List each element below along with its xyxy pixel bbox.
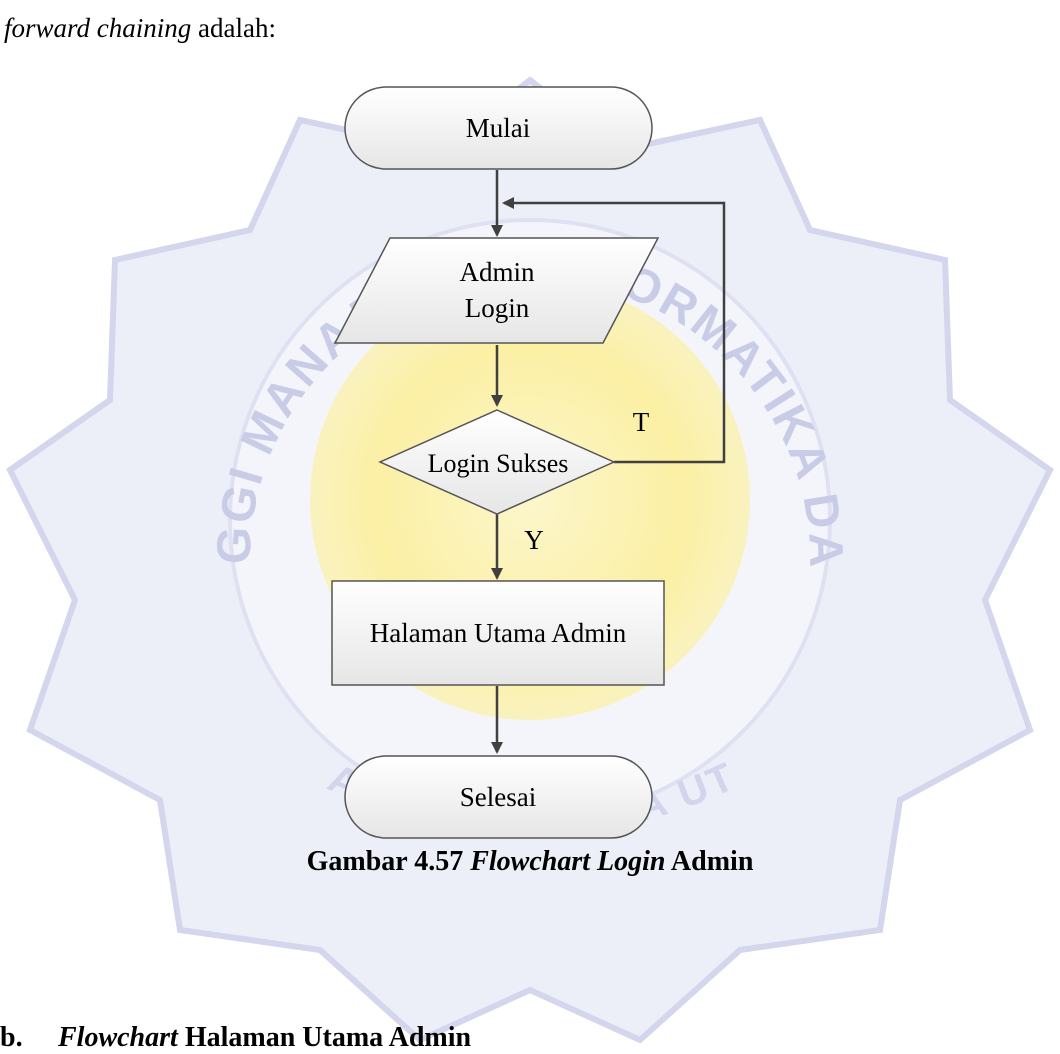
input-label-line2: Login — [465, 293, 530, 323]
no-branch-label: T — [633, 407, 650, 437]
process-label: Halaman Utama Admin — [370, 618, 627, 648]
decision-label: Login Sukses — [428, 449, 569, 478]
caption-suffix: Admin — [665, 846, 754, 877]
caption-italic: Flowchart Login — [470, 846, 666, 877]
end-label: Selesai — [460, 782, 536, 812]
intro-italic: forward chaining — [4, 13, 192, 43]
input-label-line1: Admin — [459, 257, 535, 287]
next-section-heading: b. Flowchart Halaman Utama Admin — [0, 1022, 471, 1054]
section-rest: Halaman Utama Admin — [177, 1022, 472, 1053]
start-label: Mulai — [466, 113, 531, 143]
intro-line: forward chaining adalah: — [4, 12, 276, 44]
end-terminator — [344, 755, 653, 839]
figure-caption: Gambar 4.57 Flowchart Login Admin — [0, 846, 1060, 878]
decision-diamond — [378, 409, 616, 515]
process-box — [331, 580, 665, 686]
start-terminator — [344, 86, 653, 170]
input-parallelogram — [333, 237, 660, 344]
caption-prefix: Gambar 4.57 — [306, 846, 471, 877]
intro-rest: adalah: — [191, 13, 276, 43]
edge-decision-no-loop — [502, 197, 726, 464]
yes-branch-label: Y — [524, 525, 544, 555]
section-italic: Flowchart — [58, 1022, 178, 1053]
section-letter: b. — [0, 1022, 23, 1053]
